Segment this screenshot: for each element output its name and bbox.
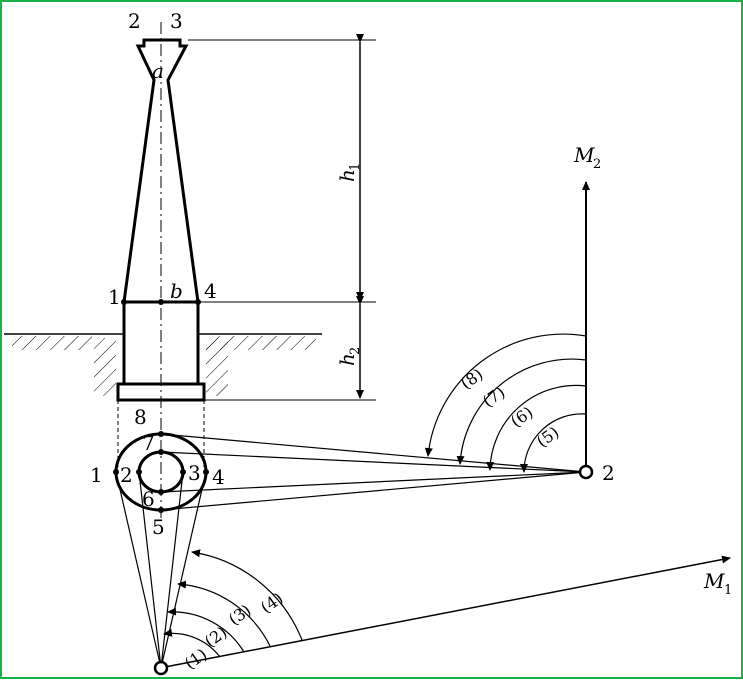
label-point-b: b [170, 279, 183, 303]
svg-text:h: h [335, 169, 359, 182]
label-top-3: 3 [170, 9, 183, 33]
svg-text:(4): (4) [257, 589, 286, 618]
station-2-marker [578, 464, 594, 480]
label-top-2: 2 [128, 9, 141, 33]
label-base-6: 6 [142, 487, 155, 511]
svg-text:1: 1 [724, 583, 732, 598]
label-base-4: 4 [212, 465, 225, 489]
station-2-sightlines [160, 433, 587, 511]
label-mid-1: 1 [108, 285, 121, 309]
label-base-7: 7 [142, 431, 155, 455]
label-base-3: 3 [188, 461, 201, 485]
station-1-marker [153, 660, 169, 676]
svg-text:M: M [573, 143, 595, 167]
station-2-label: 2 [602, 461, 615, 485]
label-base-2: 2 [120, 463, 133, 487]
station-2-angle-arcs [424, 333, 587, 473]
svg-text:2: 2 [593, 157, 601, 172]
svg-text:(7): (7) [479, 383, 508, 412]
svg-text:(2): (2) [201, 623, 230, 652]
ground [4, 333, 322, 396]
svg-text:(6): (6) [507, 403, 536, 432]
svg-text:(5): (5) [533, 423, 562, 452]
m1-axis [164, 555, 731, 668]
mid-points [121, 299, 201, 305]
m2-label: M 2 [573, 143, 601, 172]
svg-text:2: 2 [348, 347, 363, 355]
h2-label: h 2 [335, 347, 363, 366]
svg-text:h: h [335, 353, 359, 366]
station-1-angle-arcs [163, 549, 303, 658]
svg-text:(8): (8) [457, 365, 486, 394]
label-base-1: 1 [90, 463, 103, 487]
label-mid-4: 4 [204, 279, 217, 303]
height-reference-lines [124, 39, 376, 401]
svg-text:(1): (1) [181, 645, 210, 674]
svg-text:(3): (3) [225, 601, 254, 630]
station-1-angle-labels: (4) (3) (2) (1) [181, 589, 286, 674]
label-point-a: a [152, 59, 164, 83]
h1-label: h 1 [335, 163, 363, 182]
label-base-8: 8 [134, 405, 147, 429]
m1-label: M 1 [703, 569, 732, 598]
label-base-5: 5 [152, 515, 165, 539]
projection-lines [117, 400, 205, 474]
svg-text:M: M [703, 569, 725, 593]
svg-text:1: 1 [348, 163, 363, 171]
